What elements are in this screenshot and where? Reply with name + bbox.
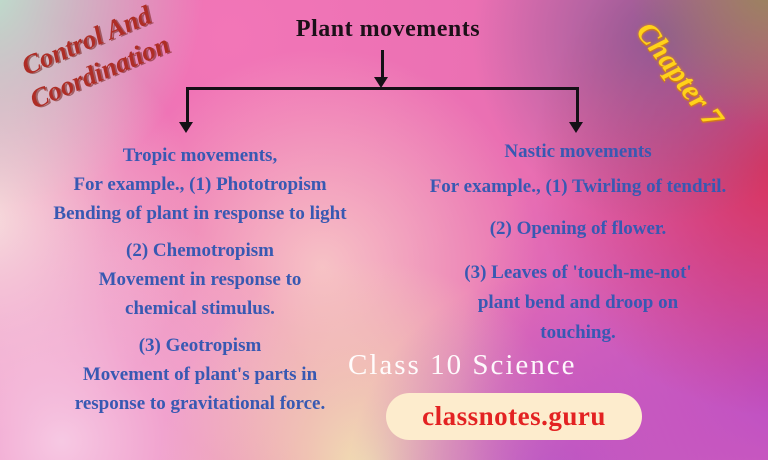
nastic-heading-paragraph: Nastic movements	[390, 137, 766, 167]
nastic-example-3-line-2: plant bend and droop on	[477, 292, 679, 313]
connector-root-stem	[381, 50, 384, 80]
tropic-heading: Tropic movements,	[122, 145, 278, 166]
nastic-example-3-paragraph: (3) Leaves of 'touch-me-not' plant bend …	[390, 258, 766, 348]
site-badge: classnotes.guru	[386, 393, 642, 440]
tropic-example-1-desc: Bending of plant in response to light	[53, 203, 347, 224]
tropic-intro-paragraph: Tropic movements, For example., (1) Phot…	[20, 141, 380, 228]
connector-branch-bar	[186, 87, 579, 90]
tropic-example-3-desc-2: response to gravitational force.	[74, 393, 326, 414]
tropic-movements-node: Tropic movements, For example., (1) Phot…	[20, 141, 380, 426]
nastic-example-3-line-1: (3) Leaves of 'touch-me-not'	[464, 262, 692, 283]
tropic-example-2-desc-1: Movement in response to	[98, 269, 302, 290]
tropic-example-2-paragraph: (2) Chemotropism Movement in response to…	[20, 236, 380, 323]
nastic-example-3-line-3: touching.	[540, 322, 616, 343]
nastic-example-1: For example., (1) Twirling of tendril.	[429, 176, 727, 197]
tropic-example-2-desc-2: chemical stimulus.	[125, 298, 275, 319]
tropic-example-3: (3) Geotropism	[138, 335, 262, 356]
nastic-example-2-paragraph: (2) Opening of flower.	[390, 214, 766, 244]
class-watermark: Class 10 Science	[348, 349, 577, 381]
nastic-example-1-paragraph: For example., (1) Twirling of tendril.	[390, 172, 766, 202]
nastic-movements-node: Nastic movements For example., (1) Twirl…	[390, 137, 766, 348]
tropic-example-3-paragraph: (3) Geotropism Movement of plant's parts…	[20, 331, 380, 418]
diagram-title: Plant movements	[295, 16, 481, 42]
site-badge-label: classnotes.guru	[422, 401, 606, 431]
arrowhead-right-branch	[569, 122, 583, 133]
tropic-example-2: (2) Chemotropism	[126, 240, 274, 261]
chapter-title-ribbon: Control And Coordination	[0, 0, 203, 128]
tropic-example-3-desc-1: Movement of plant's parts in	[82, 364, 318, 385]
connector-left-stem	[186, 87, 189, 123]
tropic-example-1: For example., (1) Phototropism	[73, 174, 327, 195]
nastic-heading: Nastic movements	[504, 141, 652, 162]
arrowhead-left-branch	[179, 122, 193, 133]
arrowhead-root	[374, 77, 388, 88]
nastic-example-2: (2) Opening of flower.	[489, 218, 667, 239]
connector-right-stem	[576, 87, 579, 123]
